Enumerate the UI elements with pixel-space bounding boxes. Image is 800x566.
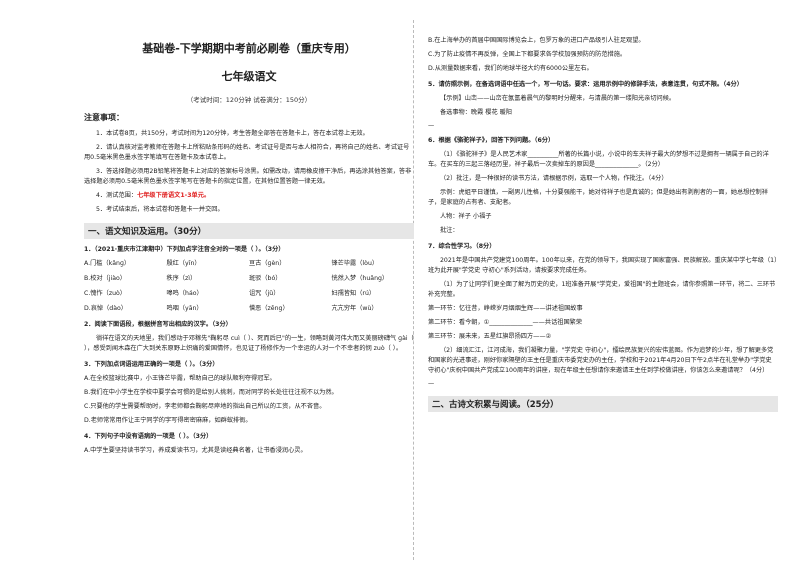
answer-line: —	[428, 380, 435, 387]
option-cell: C.愧怍（zuò）	[84, 290, 126, 297]
question-text: 2021年是中国共产党建党100周年。100年以来，在党的领导下，我国实现了国家…	[428, 257, 778, 274]
option-cell: 恍然入梦（huǎng）	[331, 275, 389, 282]
question-stem: 1．（2021·重庆市江津期中）下列加点字注音全对的一项是（ ）。（3分）	[84, 246, 285, 253]
option-cell: 鸣咽（yān）	[166, 305, 203, 312]
option-line: B.我们在中小学生在学校中要学会可惯的是给别人挑刺，而对同学的长处往往注视不以为…	[84, 389, 338, 396]
stage-line: 第三环节：展未来，五星红旗昂扬四方——②	[428, 333, 552, 340]
right-column: B.在上海举办的首届中国国际博览会上，包罗万象的进口产品级引人驻足观望。 C.为…	[428, 36, 778, 418]
note-text: 批注：	[440, 227, 459, 234]
notice-scope: 4．测试范围：七年级下册语文1-3单元。	[84, 191, 414, 201]
option-cell: 亘古（ɡèn）	[249, 260, 286, 267]
people-text: 人物：祥子 小福子	[440, 213, 492, 220]
option-row: B.校对（jiào） 秩序（zì） 斑驳（bó） 恍然入梦（huǎng）	[84, 274, 414, 284]
question-text: 徜徉在语文的天地里，我们感动于邓稼先"鞠躬尽 cuì（ ）、死而后已"的一生，领…	[84, 335, 414, 352]
option-line: D.老师常常用作让王宁同学的字写得密密麻麻，如群蚁排衙。	[84, 417, 252, 424]
scope-range: 七年级下册语文1-3单元。	[137, 192, 211, 199]
option-cell: D.哀悼（dào）	[84, 305, 127, 312]
option-line: A.中学生要坚持读书学习，养成爱读书习，尤其是读经典名著，让书香浸润心灵。	[84, 447, 307, 454]
option-cell: 斑驳（bó）	[249, 275, 282, 282]
scope-prefix: 4．测试范围：	[96, 192, 138, 199]
notice-item: 5．考试结束后，将本试卷和答题卡一并交回。	[96, 206, 224, 213]
stage-line: 第一环节：忆往昔，峥嵘岁月烟烟生辉——讲述祖国故事	[428, 305, 583, 312]
question-text: （2）细流汇江，江河成海，我们凝聚力量，"学党史 守初心"，擂绘民族复兴的宏伟蓝…	[428, 347, 774, 374]
exam-info: （考试时间：120分钟 试卷满分：150分）	[186, 96, 312, 104]
notice-heading: 注意事项：	[84, 113, 124, 122]
notice-item: 2．请认真核对监考教师在答题卡上所粘贴条形码的姓名、考试证号是否与本人相符合，再…	[84, 144, 410, 161]
option-cell: 秩序（zì）	[166, 275, 197, 282]
option-cell: A.门槛（kǎnɡ）	[84, 260, 131, 267]
question-stem: 3．下列加点词语运用正确的一项是（ ）。（3分）	[84, 361, 219, 368]
example-text: 【示例】山峦——山峦在氤氲着晨气的黎明时分醒来，与清晨的第一缕阳光亲切问候。	[440, 95, 676, 102]
option-cell: 憎恶（zēng）	[249, 305, 289, 312]
exam-subtitle: 七年级语文	[221, 70, 277, 83]
question-stem: 7．综合性学习。（8分）	[428, 243, 496, 250]
option-cell: B.校对（jiào）	[84, 275, 126, 282]
notice-item: 3．答选择题必须用2B铅笔将答题卡上对应的答案标号涂黑。如需改动，请用橡皮擦干净…	[84, 168, 412, 185]
question-stem: 2．阅读下面语段，根据拼音写出相应的汉字。（3分）	[84, 321, 232, 328]
answer-line: —	[428, 122, 435, 129]
option-cell: 妇孺皆知（rú）	[331, 290, 376, 297]
question-text: （1）《骆驼祥子》是人民艺术家__________所著的长篇小说，小说中的车夫祥…	[428, 151, 769, 168]
stage-line: 第二环节：看今朝，①______________——共话祖国繁荣	[428, 319, 583, 326]
choices-text: 备选事物：晚霞 樱花 暖阳	[440, 109, 512, 116]
option-line: B.在上海举办的首届中国国际博览会上，包罗万象的进口产品级引人驻足观望。	[428, 37, 645, 44]
option-cell: 亢亢穷年（wù）	[331, 305, 378, 312]
option-row: C.愧怍（zuò） 嗥鸣（háo） 诅咒（jǔ） 妇孺皆知（rú）	[84, 289, 414, 299]
question-stem: 5．请仿照示例，在备选词语中任选一个，写一句话。要求：运用示例中的修辞手法，表意…	[428, 81, 743, 88]
question-text: 示例：虎姐平日谨慎，一副男儿性格，十分要强能干，她对待祥子也是真诚的；但是她出有…	[428, 189, 768, 206]
option-cell: 殷红（yīn）	[166, 260, 201, 267]
option-line: A.在全校篮球比赛中，小王锋芒毕露，帮助自己的球队顺利夺得冠军。	[84, 375, 276, 382]
option-cell: 诅咒（jǔ）	[249, 290, 280, 297]
question-text: （1）为了让同学们更全面了解为历史的史，1班准备开展"学党史，爱祖国"的主题班会…	[428, 281, 776, 298]
column-divider	[413, 20, 415, 560]
left-column: 基础卷-下学期期中考前必刷卷（重庆专用） 七年级语文 （考试时间：120分钟 试…	[84, 30, 414, 460]
section-heading: 一、语文知识及运用。（30分）	[84, 223, 414, 239]
option-line: D.从测量数据来看，我们的地球半径大约有6000公里左右。	[428, 65, 593, 72]
question-text: （2）批注，是一种很好的读书方法，请根据示例，选取一个人物，作批注。（4分）	[440, 175, 668, 182]
option-cell: 锋芒毕露（lòu）	[331, 260, 379, 267]
option-line: C.为了防止疫情不再反弹，全国上下都要求各学校加强预防的防范措施。	[428, 51, 627, 58]
option-cell: 嗥鸣（háo）	[166, 290, 203, 297]
option-line: C.只要他的学生需要帮助时，李老师都会鞠躬尽瘁地的指出自己所以的工资，从不吝啬。	[84, 403, 326, 410]
exam-title: 基础卷-下学期期中考前必刷卷（重庆专用）	[142, 42, 356, 55]
option-row: D.哀悼（dào） 鸣咽（yān） 憎恶（zēng） 亢亢穷年（wù）	[84, 304, 414, 314]
question-stem: 4．下列句子中没有语病的一项是（ ）。（3分）	[84, 433, 213, 440]
option-row: A.门槛（kǎnɡ） 殷红（yīn） 亘古（ɡèn） 锋芒毕露（lòu）	[84, 259, 414, 269]
question-stem: 6．根据《骆驼祥子》，回答下列问题。（6分）	[428, 137, 555, 144]
section-heading: 二、古诗文积累与阅读。（25分）	[428, 396, 778, 412]
notice-item: 1．本试卷8页，共150分，考试时间为120分钟，考生答题全部答在答题卡上，答在…	[96, 130, 369, 137]
